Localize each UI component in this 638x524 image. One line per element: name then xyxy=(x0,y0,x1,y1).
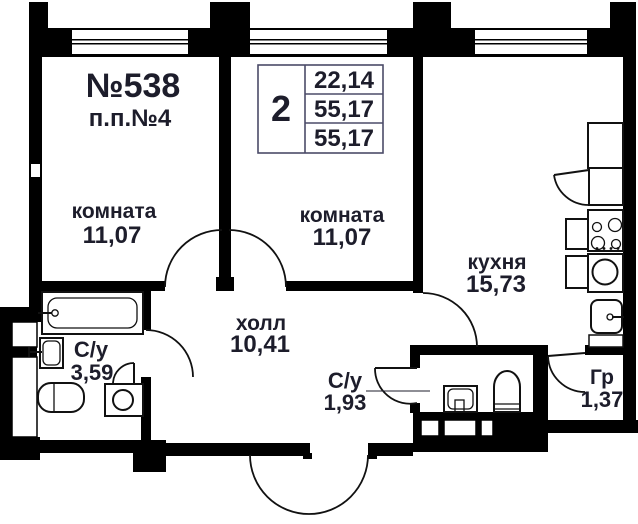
vent-shaft xyxy=(11,356,38,438)
wall-segment xyxy=(410,345,420,368)
cabinet-door-arc xyxy=(112,362,135,385)
hall-area: 10,41 xyxy=(230,331,290,358)
door-arc-kitchen xyxy=(422,292,478,348)
info-total-area: 55,17 xyxy=(314,125,374,152)
plan-code: п.п.№4 xyxy=(89,105,172,132)
door-arc-room-2 xyxy=(228,229,287,288)
wall-pilaster xyxy=(413,2,451,29)
info-rooms-count: 2 xyxy=(271,88,291,129)
stove-burner xyxy=(590,235,606,251)
wall-partition-kitchen xyxy=(413,57,423,293)
kitchen-label: кухня xyxy=(467,251,526,274)
wall-segment xyxy=(12,440,165,453)
wall-partition-rooms xyxy=(219,57,231,281)
washing-machine-drum xyxy=(112,389,134,411)
vent-shaft xyxy=(11,321,38,348)
kitchen-sink-bowl xyxy=(591,258,619,286)
counter-edge xyxy=(565,255,588,289)
info-table-border xyxy=(257,64,384,154)
bathroom-large-label: С/у xyxy=(74,337,109,362)
door-arc-bathroom-small xyxy=(374,367,418,405)
room-1-label: комната xyxy=(72,200,157,223)
wall-segment xyxy=(417,345,533,355)
stove-burner xyxy=(610,238,622,250)
bathroom-large-fixtures xyxy=(28,291,144,417)
bathtub-tap-icon xyxy=(51,309,59,317)
pedestal-sink-stand xyxy=(454,399,465,413)
room-1-area: 11,07 xyxy=(83,222,142,249)
door-arc-bathroom-large xyxy=(145,329,194,378)
door-leaf-wardrobe xyxy=(547,352,586,357)
cabinet-door-arc xyxy=(553,174,590,206)
wall-segment xyxy=(29,54,636,57)
stove-burner xyxy=(607,217,623,233)
vent-shaft xyxy=(480,419,494,437)
door-arc-room-1 xyxy=(164,229,223,288)
wardrobe-area: 1,37 xyxy=(581,387,624,412)
wall-segment xyxy=(141,281,151,330)
info-living-area: 22,14 xyxy=(314,67,375,94)
wall-segment xyxy=(410,403,420,413)
bathroom-small-area: 1,93 xyxy=(324,390,367,415)
vent-shaft xyxy=(420,419,440,437)
pedestal-sink xyxy=(443,385,478,413)
info-table: 2 22,14 55,17 55,17 xyxy=(257,64,384,154)
labels: №538 п.п.№4 комната 11,07 комната 11,07 … xyxy=(71,67,624,415)
kitchen-fixtures xyxy=(553,122,624,348)
walls xyxy=(0,2,638,472)
wall-segment xyxy=(29,281,165,291)
counter-edge xyxy=(565,218,588,250)
kitchen-area: 15,73 xyxy=(466,271,526,298)
wall-segment xyxy=(585,345,623,355)
wall-segment xyxy=(188,28,250,57)
wall-right xyxy=(623,28,636,433)
sink-tap-icon xyxy=(606,313,614,321)
wall-segment xyxy=(533,420,638,433)
wall-segment xyxy=(368,453,377,459)
counter xyxy=(588,334,624,348)
wardrobe-label: Гр xyxy=(590,366,614,389)
hall-label: холл xyxy=(236,312,286,335)
bathroom-small-fixtures xyxy=(366,370,521,413)
info-area-mid: 55,17 xyxy=(314,96,374,123)
wall-segment xyxy=(0,307,12,460)
wall-pilaster xyxy=(29,2,48,29)
washbasin-bowl xyxy=(42,340,61,366)
wall-pilaster xyxy=(610,2,636,29)
wall-segment xyxy=(216,277,234,291)
wall-segment xyxy=(286,281,423,291)
toilet xyxy=(493,370,521,413)
entrance-door-arc xyxy=(249,454,369,515)
wall-segment xyxy=(141,377,151,455)
pedestal-sink-bowl xyxy=(447,388,474,410)
doors xyxy=(145,229,586,515)
wall-joint-notch xyxy=(31,164,40,177)
bathroom-small-label: С/у xyxy=(328,368,363,393)
toilet xyxy=(37,382,85,413)
fridge xyxy=(587,122,624,169)
bathroom-large-area: 3,59 xyxy=(71,360,114,385)
wall-segment xyxy=(533,345,548,433)
wall-segment xyxy=(140,443,310,456)
wall-segment xyxy=(12,347,37,357)
stove-knobs xyxy=(595,247,620,250)
wall-segment xyxy=(29,28,636,30)
apartment-number: №538 xyxy=(86,67,181,105)
door-arc-wardrobe xyxy=(547,355,586,393)
window xyxy=(72,39,587,45)
wall-segment xyxy=(303,453,312,459)
wall-segment xyxy=(368,443,413,456)
cabinet-door-leaf xyxy=(553,169,590,176)
room-2-area: 11,07 xyxy=(313,224,372,251)
stove-burner xyxy=(591,221,603,233)
vent-shaft xyxy=(443,419,477,437)
room-2-label: комната xyxy=(300,204,385,227)
wall-pilaster xyxy=(210,2,250,29)
wall-segment xyxy=(387,28,475,57)
kitchen-cabinet xyxy=(588,167,624,206)
